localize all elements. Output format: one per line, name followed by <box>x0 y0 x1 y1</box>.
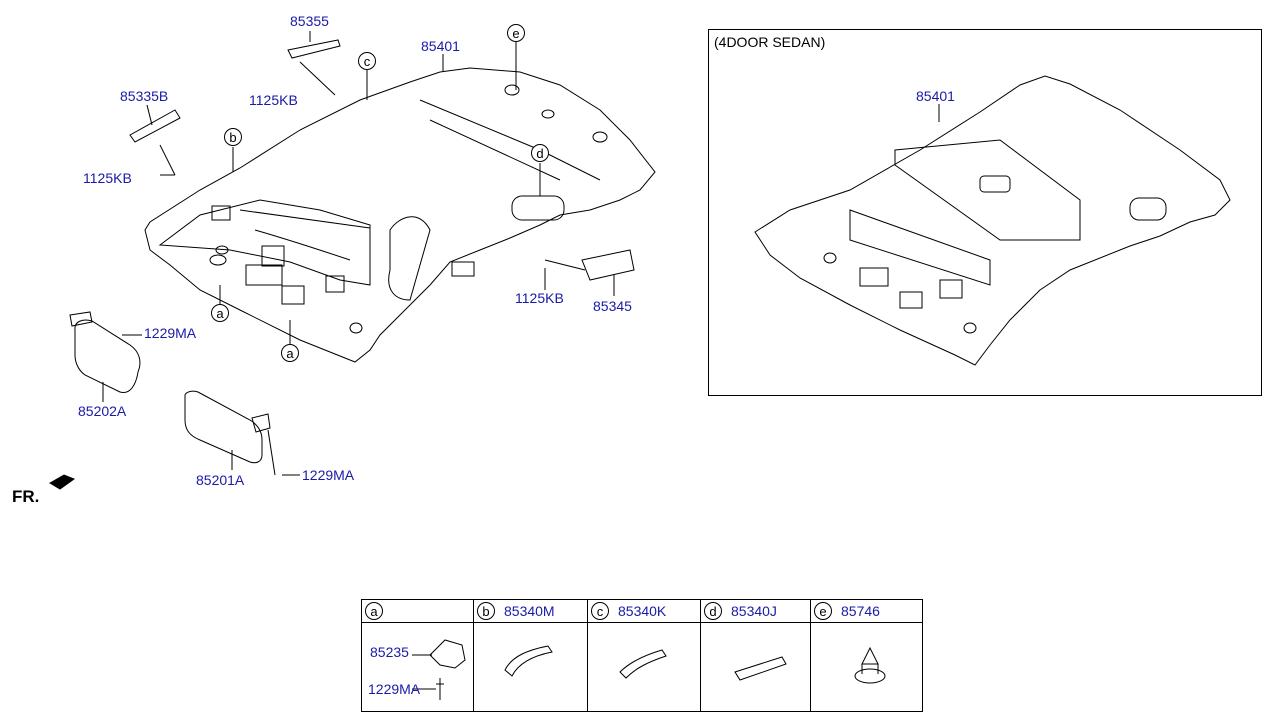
legend-cell-e <box>810 622 923 712</box>
part-label-1125kb-left: 1125KB <box>83 170 132 186</box>
legend-part-1229ma: 1229MA <box>368 681 421 697</box>
part-label-85401: 85401 <box>421 38 460 54</box>
legend-part-85340j: 85340J <box>731 603 777 619</box>
legend-part-85235: 85235 <box>370 644 409 660</box>
legend-part-85340m: 85340M <box>504 603 555 619</box>
legend-cell-d <box>700 622 811 712</box>
part-label-1125kb-right: 1125KB <box>515 290 564 306</box>
sedan-inset-title: (4DOOR SEDAN) <box>714 34 826 50</box>
legend-callout-b: b <box>477 602 495 620</box>
legend-part-85340k: 85340K <box>618 603 667 619</box>
callout-a-lower: a <box>281 344 299 362</box>
part-label-1229ma-right: 1229MA <box>302 467 355 483</box>
legend-header-d: d 85340J <box>700 599 811 623</box>
front-direction-label: FR. <box>12 487 40 506</box>
legend-header-b: b 85340M <box>473 599 588 623</box>
legend-callout-c: c <box>591 602 609 620</box>
sedan-part-label-85401: 85401 <box>916 88 955 104</box>
legend-callout-e: e <box>814 602 832 620</box>
part-label-85355: 85355 <box>290 13 329 29</box>
callout-c: c <box>358 52 376 70</box>
part-label-85345: 85345 <box>593 298 632 314</box>
legend-header-e: e 85746 <box>810 599 923 623</box>
callout-d: d <box>531 144 549 162</box>
legend-cell-a: 85235 1229MA <box>361 622 474 712</box>
sedan-inset-frame <box>708 29 1262 396</box>
callout-b: b <box>224 128 242 146</box>
legend-cell-c <box>587 622 701 712</box>
legend-header-c: c 85340K <box>587 599 701 623</box>
legend-callout-d: d <box>704 602 722 620</box>
part-label-1229ma-left: 1229MA <box>144 325 197 341</box>
part-label-1125kb-top: 1125KB <box>249 92 298 108</box>
legend-header-a: a <box>361 599 474 623</box>
part-label-85202a: 85202A <box>78 403 127 419</box>
legend-part-85746: 85746 <box>841 603 880 619</box>
part-label-85201a: 85201A <box>196 472 245 488</box>
callout-e: e <box>507 24 525 42</box>
parts-legend-table: a b 85340M c 85340K d 85340J e 85746 852… <box>361 599 923 712</box>
part-label-85335b: 85335B <box>120 88 169 104</box>
callout-a-upper: a <box>211 304 229 322</box>
legend-cell-b <box>473 622 588 712</box>
legend-callout-a: a <box>365 602 383 620</box>
